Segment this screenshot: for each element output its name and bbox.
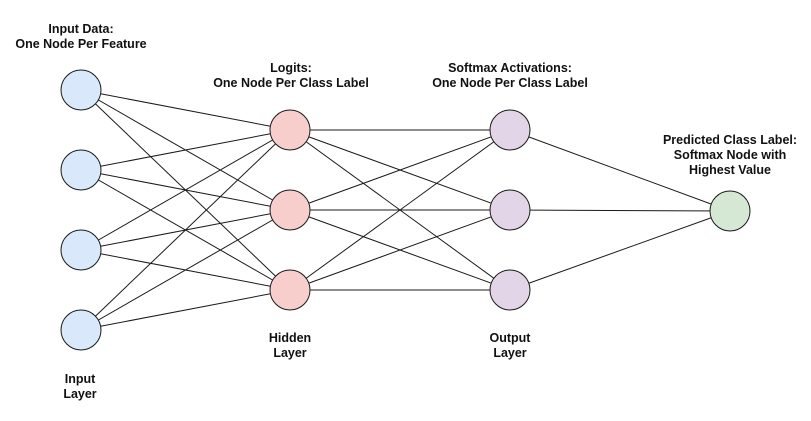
edge-input-2-to-hidden-1: [80, 129, 291, 171]
connections: [80, 89, 731, 331]
input-node-1: [60, 69, 102, 111]
edge-output-2-to-predicted-1: [509, 209, 731, 212]
output-layer-label: Output Layer: [489, 331, 531, 360]
nodes: [60, 69, 751, 351]
input-node-3: [60, 229, 102, 271]
edge-hidden-2-to-output-1: [289, 129, 511, 211]
edge-input-4-to-hidden-3: [80, 289, 291, 331]
input-layer-label: Input Layer: [63, 372, 97, 401]
input-node-4: [60, 309, 102, 351]
hidden-node-1: [269, 109, 311, 151]
hidden-node-2: [269, 189, 311, 231]
edge-hidden-3-to-output-2: [289, 209, 511, 291]
predicted-node-1: [709, 190, 751, 232]
output-node-3: [489, 269, 531, 311]
edge-input-4-to-hidden-1: [80, 129, 291, 331]
edge-output-1-to-predicted-1: [509, 129, 731, 212]
input-data-label: Input Data: One Node Per Feature: [15, 22, 147, 51]
edge-input-3-to-hidden-1: [80, 129, 291, 251]
edge-input-4-to-hidden-2: [80, 209, 291, 331]
edge-output-3-to-predicted-1: [509, 210, 731, 291]
edge-input-1-to-hidden-1: [80, 89, 291, 131]
output-node-2: [489, 189, 531, 231]
softmax-label: Softmax Activations: One Node Per Class …: [432, 61, 588, 90]
predicted-label: Predicted Class Label: Softmax Node with…: [662, 133, 798, 177]
hidden-layer-label: Hidden Layer: [268, 331, 312, 360]
input-node-2: [60, 149, 102, 191]
logits-label: Logits: One Node Per Class Label: [213, 61, 369, 90]
output-node-1: [489, 109, 531, 151]
hidden-node-3: [269, 269, 311, 311]
edge-hidden-3-to-output-1: [289, 129, 511, 291]
